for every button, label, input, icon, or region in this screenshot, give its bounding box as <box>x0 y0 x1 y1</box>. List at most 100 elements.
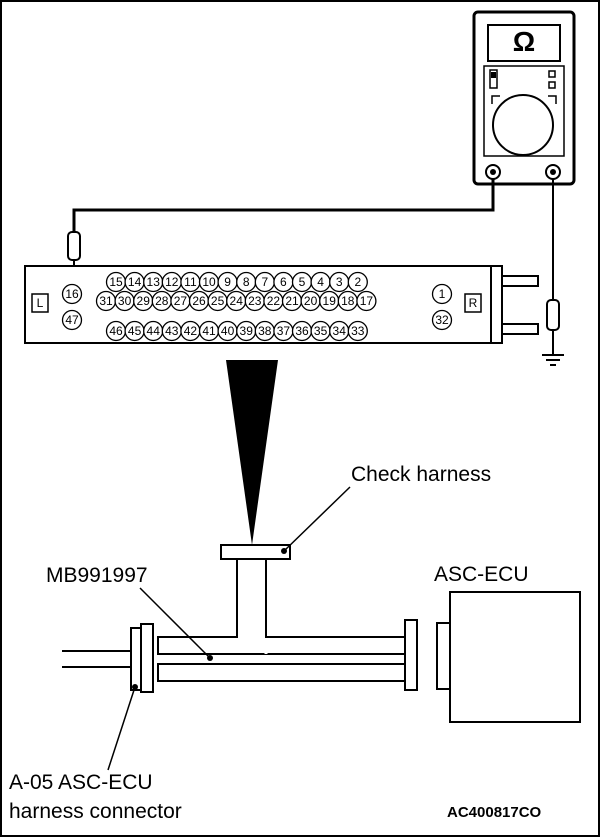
pin-number: 4 <box>317 275 324 289</box>
connector-pin: 21 <box>281 290 303 312</box>
connector-pin: 24 <box>226 290 247 312</box>
connector-pin: 14 <box>124 271 145 293</box>
connector-pin: 30 <box>114 290 135 312</box>
ohm-symbol: Ω <box>513 26 535 57</box>
ohmmeter: Ω <box>472 10 576 186</box>
connector-pin: 16 <box>61 283 83 305</box>
connector-pin: 41 <box>198 320 220 342</box>
pin-circle <box>431 309 453 331</box>
meter-switch-knob <box>491 72 496 78</box>
connector-pin: 46 <box>105 320 127 342</box>
meter-jack-right-center <box>550 169 556 175</box>
pin-number: 46 <box>109 324 123 338</box>
pin-number: 12 <box>165 275 179 289</box>
connector-pin: 33 <box>347 320 368 342</box>
connector-pin: 9 <box>217 271 238 293</box>
pin-number: 21 <box>285 294 299 308</box>
connector-pin: 4 <box>310 271 331 293</box>
connector-pin: 36 <box>291 320 313 342</box>
side-label-right: R <box>469 296 478 310</box>
pin-number: 29 <box>137 294 151 308</box>
pin-number: 30 <box>118 294 132 308</box>
connector-pin: 12 <box>161 271 182 293</box>
test-lead-positive <box>72 179 495 232</box>
pin-number: 2 <box>354 275 361 289</box>
connector-pin: 20 <box>300 290 321 312</box>
connector-pin: 2 <box>347 271 368 293</box>
connector-pin: 47 <box>61 309 83 331</box>
ground-icon <box>542 354 564 366</box>
connector-pin: 17 <box>356 290 377 312</box>
connector-pin: 38 <box>254 320 275 342</box>
pin-circle <box>347 320 368 342</box>
connector-pin: 26 <box>188 290 210 312</box>
side-marker-right <box>464 293 482 313</box>
connector-pin: 25 <box>207 290 228 312</box>
pin-number: 39 <box>240 324 254 338</box>
probe-positive <box>67 231 81 278</box>
connector-pin: 6 <box>273 271 294 293</box>
pin-number: 14 <box>128 275 142 289</box>
connector-pin: 8 <box>236 271 257 293</box>
pin-number: 25 <box>211 294 225 308</box>
asc-ecu-connector <box>436 622 451 690</box>
pin-number: 22 <box>267 294 281 308</box>
meter-button-top <box>548 70 556 78</box>
connector-pin: 18 <box>337 290 358 312</box>
meter-jack-left-center <box>490 169 496 175</box>
check-harness-assembly <box>62 544 581 723</box>
connector-pin: 32 <box>431 309 453 331</box>
pin-number: 28 <box>155 294 169 308</box>
side-label-left: L <box>37 296 44 310</box>
leader-dot-mb-number <box>207 655 213 661</box>
pin-number: 15 <box>109 275 123 289</box>
mb-number-label: MB991997 <box>46 564 148 587</box>
pin-number: 38 <box>258 324 272 338</box>
asc-ecu-unit <box>449 591 581 723</box>
connector-pin: 35 <box>310 320 331 342</box>
pin-number: 1 <box>439 287 446 301</box>
figure-code: AC400817CO <box>447 804 542 821</box>
pin-circle <box>347 271 368 293</box>
pin-number: 40 <box>221 324 235 338</box>
connector-pin: 19 <box>319 290 340 312</box>
meter-panel <box>483 65 565 157</box>
connector-pin: 15 <box>105 271 127 293</box>
pin-number: 8 <box>243 275 250 289</box>
connector-label-line2: harness connector <box>9 800 182 823</box>
pin-number: 36 <box>295 324 309 338</box>
pin-circle <box>61 283 83 305</box>
pin-number: 23 <box>248 294 262 308</box>
connector-pin: 42 <box>180 320 201 342</box>
pin-number: 17 <box>360 294 374 308</box>
harness-trunk-lower <box>157 663 409 682</box>
connector-pin: 31 <box>95 290 117 312</box>
connector-pin: 1 <box>431 283 453 305</box>
pin-number: 5 <box>299 275 306 289</box>
leader-mb-number <box>139 587 211 659</box>
connector-pin: 44 <box>143 320 164 342</box>
leader-check-harness <box>283 486 351 552</box>
connector-rear-flange <box>490 265 503 344</box>
leader-dot-connector <box>132 684 138 690</box>
connector-label-line1: A-05 ASC-ECU <box>9 771 153 794</box>
pin-number: 33 <box>351 324 365 338</box>
meter-display <box>487 24 561 62</box>
connector-pin: 28 <box>151 290 172 312</box>
pin-number: 10 <box>202 275 216 289</box>
pin-number: 42 <box>184 324 198 338</box>
zoom-pointer <box>226 360 278 545</box>
connector-pin: 11 <box>180 271 201 293</box>
pin-circle <box>431 283 453 305</box>
connector-pin: 13 <box>143 271 164 293</box>
pin-number: 37 <box>277 324 291 338</box>
adapter-connector-flange-left <box>140 623 154 693</box>
pin-number: 18 <box>341 294 355 308</box>
connector-pin: 22 <box>263 290 284 312</box>
connector-pin: 34 <box>329 320 350 342</box>
pin-number: 34 <box>333 324 347 338</box>
connector-pin: 7 <box>254 271 275 293</box>
pin-number: 43 <box>165 324 179 338</box>
